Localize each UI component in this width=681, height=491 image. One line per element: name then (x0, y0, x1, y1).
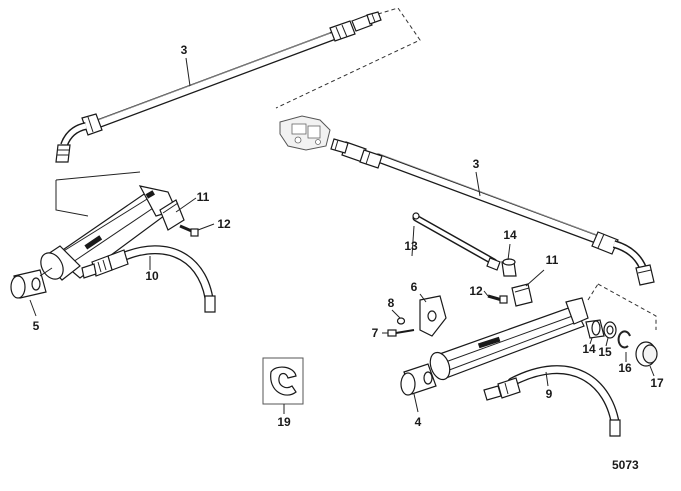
callout-11-right: 11 (546, 253, 559, 267)
bushing-top (501, 258, 517, 277)
steering-valve (279, 115, 331, 151)
callout-12-right: 12 (469, 284, 483, 298)
steering-cylinder-right (429, 297, 589, 381)
callout-9: 9 (546, 387, 553, 401)
screw-right (487, 294, 508, 304)
washer (396, 317, 406, 325)
screw-left (179, 224, 199, 237)
callout-11-left: 11 (197, 190, 210, 204)
hydraulic-hose-lower-right (483, 365, 621, 437)
callout-4: 4 (415, 415, 422, 429)
callout-6: 6 (411, 280, 418, 294)
rod-end-left (10, 267, 53, 299)
mounting-bracket-left (159, 199, 185, 231)
clamp-block (419, 295, 447, 337)
callout-labels: 3 3 11 12 10 5 13 14 11 12 6 8 7 4 9 14 … (33, 43, 664, 429)
leader-lines (29, 57, 655, 414)
connection-route-right-2 (587, 283, 599, 301)
rod-tube (412, 212, 501, 271)
callout-14-top: 14 (503, 228, 517, 242)
bolt (387, 329, 415, 337)
hydraulic-hose-top (55, 11, 382, 163)
bracket-line-left (55, 180, 89, 217)
hydraulic-hose-right (330, 138, 655, 286)
rod-end-right (400, 363, 437, 396)
bushing-bottom (585, 319, 605, 339)
callout-15: 15 (598, 345, 612, 359)
figure-number: 5073 (612, 458, 639, 472)
callout-5: 5 (33, 319, 40, 333)
connection-route-top (275, 7, 421, 109)
retaining-ring (617, 330, 631, 349)
callout-12-left: 12 (217, 217, 231, 231)
bracket-line-left-top (55, 171, 141, 181)
mounting-bracket-right (511, 283, 533, 307)
connection-route-right (597, 283, 657, 330)
callout-10: 10 (145, 269, 159, 283)
end-cap (635, 341, 658, 367)
callout-14-bottom: 14 (582, 342, 596, 356)
callout-17: 17 (650, 376, 664, 390)
inset-clip (262, 357, 304, 405)
callout-3-right: 3 (473, 157, 480, 171)
callout-3-top: 3 (181, 43, 188, 57)
callout-19: 19 (277, 415, 291, 429)
callout-13: 13 (404, 239, 418, 253)
callout-8: 8 (388, 296, 395, 310)
seal-ring-inner (606, 325, 614, 335)
hydraulic-hose-lower-left (81, 245, 216, 313)
callout-7: 7 (372, 326, 379, 340)
callout-16: 16 (618, 361, 632, 375)
